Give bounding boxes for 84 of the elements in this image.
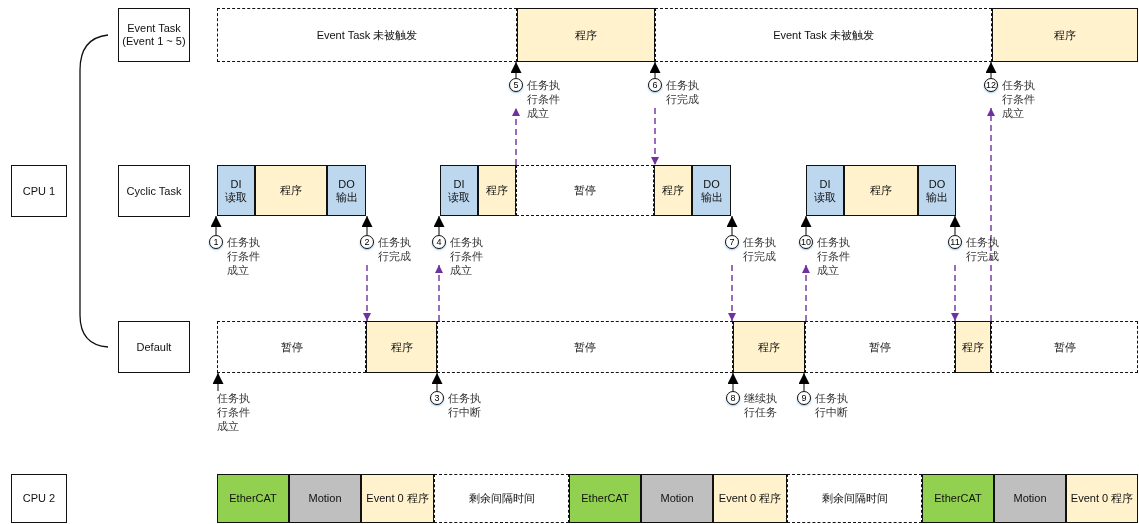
annotation-text: 任务执行条件成立 [217, 391, 251, 433]
callout-number: 1 [209, 235, 223, 249]
program-segment: 程序 [366, 321, 437, 373]
fieldbus-segment: EtherCAT [217, 474, 289, 523]
callout-number: 10 [799, 235, 813, 249]
io-segment: DO 输出 [918, 165, 956, 216]
arrow [726, 215, 738, 236]
annotation-text: 任务执行条件成立 [527, 78, 561, 120]
motion-segment: Motion [289, 474, 361, 523]
program-segment: 程序 [733, 321, 805, 373]
callout-number: 4 [432, 235, 446, 249]
arrow [949, 215, 961, 236]
row-label-box: Cyclic Task [118, 165, 190, 217]
program-segment: 程序 [517, 8, 655, 62]
annotation-text: 任务执行完成 [966, 235, 1000, 263]
idle-segment: 暂停 [991, 321, 1138, 373]
arrow [798, 372, 810, 392]
row-label-box: Default [118, 321, 190, 373]
program-segment: 程序 [992, 8, 1138, 62]
motion-segment: Motion [641, 474, 713, 523]
idle-segment: Event Task 未被触发 [217, 8, 517, 62]
dashed-arrow [363, 264, 371, 322]
callout-number: 7 [725, 235, 739, 249]
program-segment: 程序 [478, 165, 516, 216]
annotation-text: 任务执行中断 [448, 391, 482, 419]
callout-number: 9 [797, 391, 811, 405]
row-label-box: CPU 1 [11, 165, 67, 217]
program-segment: Event 0 程序 [361, 474, 434, 523]
program-segment: 程序 [844, 165, 918, 216]
dashed-arrow [512, 107, 520, 166]
arrow [727, 372, 739, 392]
annotation-text: 任务执行完成 [378, 235, 412, 263]
dashed-arrow [802, 264, 810, 322]
annotation-text: 任务执行条件成立 [1002, 78, 1036, 120]
callout-number: 6 [648, 78, 662, 92]
callout-number: 5 [509, 78, 523, 92]
callout-number: 3 [430, 391, 444, 405]
fieldbus-segment: EtherCAT [569, 474, 641, 523]
callout-number: 11 [948, 235, 962, 249]
arrow [800, 215, 812, 236]
annotation-text: 任务执行完成 [666, 78, 700, 106]
idle-segment: 暂停 [437, 321, 733, 373]
program-segment: Event 0 程序 [713, 474, 787, 523]
arrow [433, 215, 445, 236]
arrow [212, 372, 224, 392]
arrow [985, 61, 997, 79]
io-segment: DO 输出 [692, 165, 731, 216]
idle-segment: 剩余间隔时间 [787, 474, 922, 523]
program-segment: Event 0 程序 [1066, 474, 1138, 523]
annotation-text: 任务执行中断 [815, 391, 849, 419]
program-segment: 程序 [955, 321, 991, 373]
annotation-text: 任务执行条件成立 [227, 235, 261, 277]
dashed-arrow [987, 107, 995, 322]
row-label-box: Event Task (Event 1 ~ 5) [118, 8, 190, 62]
dashed-arrow [951, 264, 959, 322]
io-segment: DI 读取 [440, 165, 478, 216]
callout-number: 12 [984, 78, 998, 92]
io-segment: DO 输出 [327, 165, 366, 216]
idle-segment: 暂停 [217, 321, 366, 373]
program-segment: 程序 [255, 165, 327, 216]
arrow [210, 215, 222, 236]
idle-segment: 暂停 [805, 321, 955, 373]
callout-number: 2 [360, 235, 374, 249]
arrow [510, 61, 522, 79]
idle-segment: Event Task 未被触发 [655, 8, 992, 62]
annotation-text: 任务执行完成 [743, 235, 777, 263]
motion-segment: Motion [994, 474, 1066, 523]
idle-segment: 剩余间隔时间 [434, 474, 569, 523]
row-label-box: CPU 2 [11, 474, 67, 523]
fieldbus-segment: EtherCAT [922, 474, 994, 523]
io-segment: DI 读取 [806, 165, 844, 216]
idle-segment: 暂停 [516, 165, 654, 216]
arrow [431, 372, 443, 392]
arrow [649, 61, 661, 79]
program-segment: 程序 [654, 165, 692, 216]
callout-number: 8 [726, 391, 740, 405]
dashed-arrow [728, 264, 736, 322]
annotation-text: 任务执行条件成立 [817, 235, 851, 277]
io-segment: DI 读取 [217, 165, 255, 216]
annotation-text: 任务执行条件成立 [450, 235, 484, 277]
dashed-arrow [651, 107, 659, 166]
dashed-arrow [435, 264, 443, 322]
annotation-text: 继续执行任务 [744, 391, 778, 419]
arrow [361, 215, 373, 236]
